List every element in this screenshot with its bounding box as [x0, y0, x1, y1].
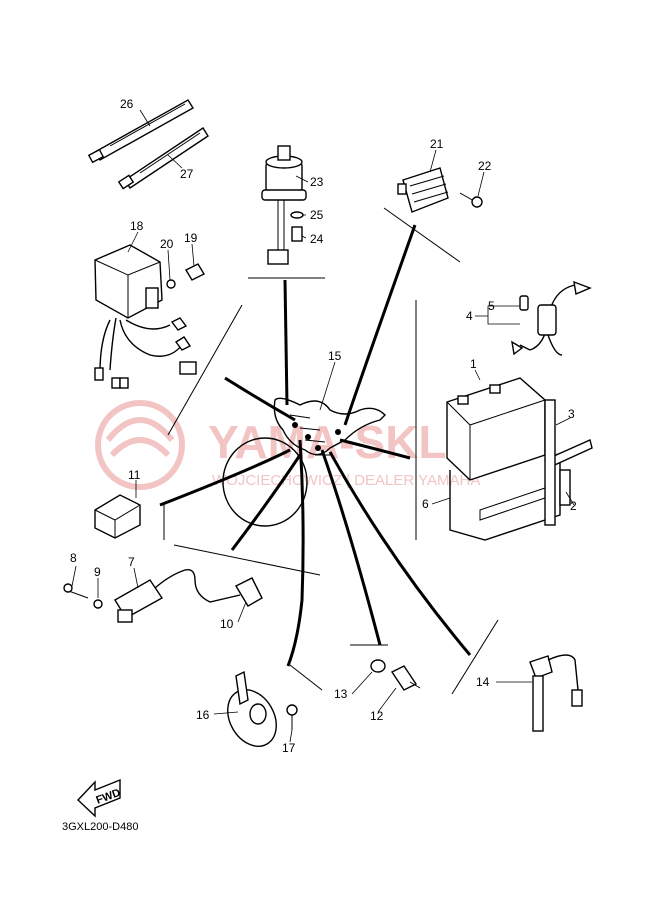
wire-harness [159, 224, 472, 667]
ignition-coil-7 [114, 569, 241, 623]
callout-15: 15 [328, 349, 342, 363]
callout-21: 21 [430, 137, 444, 151]
washer-9 [93, 599, 103, 609]
frame-outline [222, 397, 386, 527]
callout-26: 26 [120, 97, 134, 111]
fuse-holder-4 [511, 280, 592, 356]
callout-25: 25 [310, 208, 324, 222]
callout-9: 9 [94, 565, 101, 579]
bolt-8 [63, 583, 89, 599]
main-switch-23 [261, 145, 307, 265]
callout-11: 11 [128, 468, 141, 482]
callout-16: 16 [196, 708, 210, 722]
callout-17: 17 [282, 741, 296, 755]
battery-1 [446, 377, 546, 481]
callout-24: 24 [310, 232, 324, 246]
relay-11 [94, 494, 141, 539]
callout-2: 2 [570, 499, 577, 513]
callout-18: 18 [130, 219, 144, 233]
callout-8: 8 [70, 551, 77, 565]
callout-6: 6 [422, 497, 429, 511]
temperature-sensor-14 [529, 654, 583, 732]
callout-3: 3 [568, 407, 575, 421]
callout-19: 19 [184, 231, 198, 245]
callout-22: 22 [478, 159, 492, 173]
cable-tie-26 [87, 99, 194, 164]
breather-hose-3 [544, 399, 556, 526]
bracket-lines [163, 207, 499, 695]
fuse-5 [519, 295, 529, 311]
fwd-arrow-icon: FWD [77, 778, 122, 818]
callout-27: 27 [180, 167, 194, 181]
washer-20 [166, 279, 176, 289]
callout-20: 20 [160, 237, 174, 251]
callout-1: 1 [470, 357, 477, 371]
screw-24 [291, 226, 303, 242]
gasket-13 [370, 659, 386, 673]
horn-16 [227, 670, 277, 747]
callout-4: 4 [466, 309, 473, 323]
bolt-22 [459, 192, 483, 208]
callout-10: 10 [220, 617, 234, 631]
callout-5: 5 [488, 299, 495, 313]
neutral-switch-12 [390, 665, 421, 691]
bolt-17 [286, 704, 298, 730]
watermark-logo [95, 400, 185, 490]
callout-14: 14 [476, 675, 490, 689]
washer-25 [290, 211, 304, 219]
drawing-code: 3GXL200-D480 [62, 821, 138, 833]
cdi-unit-18 [94, 244, 197, 389]
callout-labels: 26 27 23 25 24 21 22 18 20 19 5 4 1 15 3… [70, 97, 577, 755]
callout-23: 23 [310, 175, 324, 189]
rectifier-regulator-21 [397, 167, 449, 213]
spark-plug-cap-10 [235, 577, 263, 607]
cable-tie-27 [117, 127, 209, 190]
callout-12: 12 [370, 709, 384, 723]
leader-lines [71, 109, 575, 743]
bolt-19 [185, 263, 205, 281]
callout-13: 13 [334, 687, 348, 701]
callout-7: 7 [128, 555, 135, 569]
